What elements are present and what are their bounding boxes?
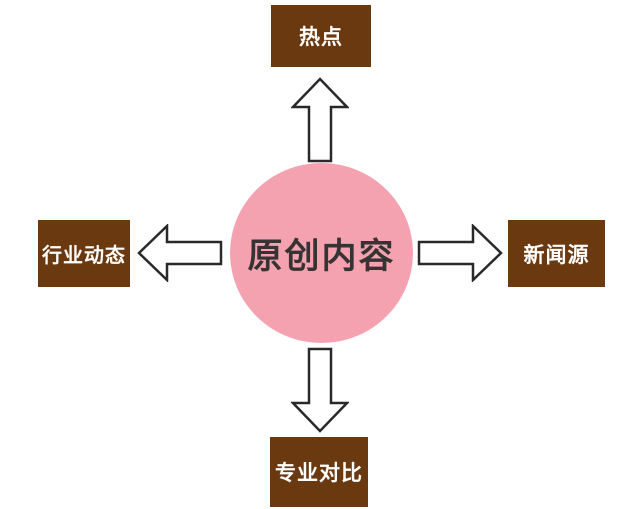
arrow-left-icon xyxy=(137,224,223,282)
node-industry-trends-label: 行业动态 xyxy=(42,245,126,267)
center-node-original-content: 原创内容 xyxy=(230,163,413,343)
node-news-source-label: 新闻源 xyxy=(523,243,590,267)
arrow-right-icon xyxy=(417,224,503,282)
node-professional-comparison: 专业对比 xyxy=(270,437,368,507)
arrow-down-icon xyxy=(291,347,349,433)
node-professional-comparison-label: 专业对比 xyxy=(275,462,363,485)
node-hot-topics-label: 热点 xyxy=(299,26,343,49)
arrow-up-icon xyxy=(291,77,349,163)
node-industry-trends: 行业动态 xyxy=(38,220,130,287)
center-node-label: 原创内容 xyxy=(247,236,396,276)
node-hot-topics: 热点 xyxy=(271,5,371,67)
node-news-source: 新闻源 xyxy=(508,220,605,287)
